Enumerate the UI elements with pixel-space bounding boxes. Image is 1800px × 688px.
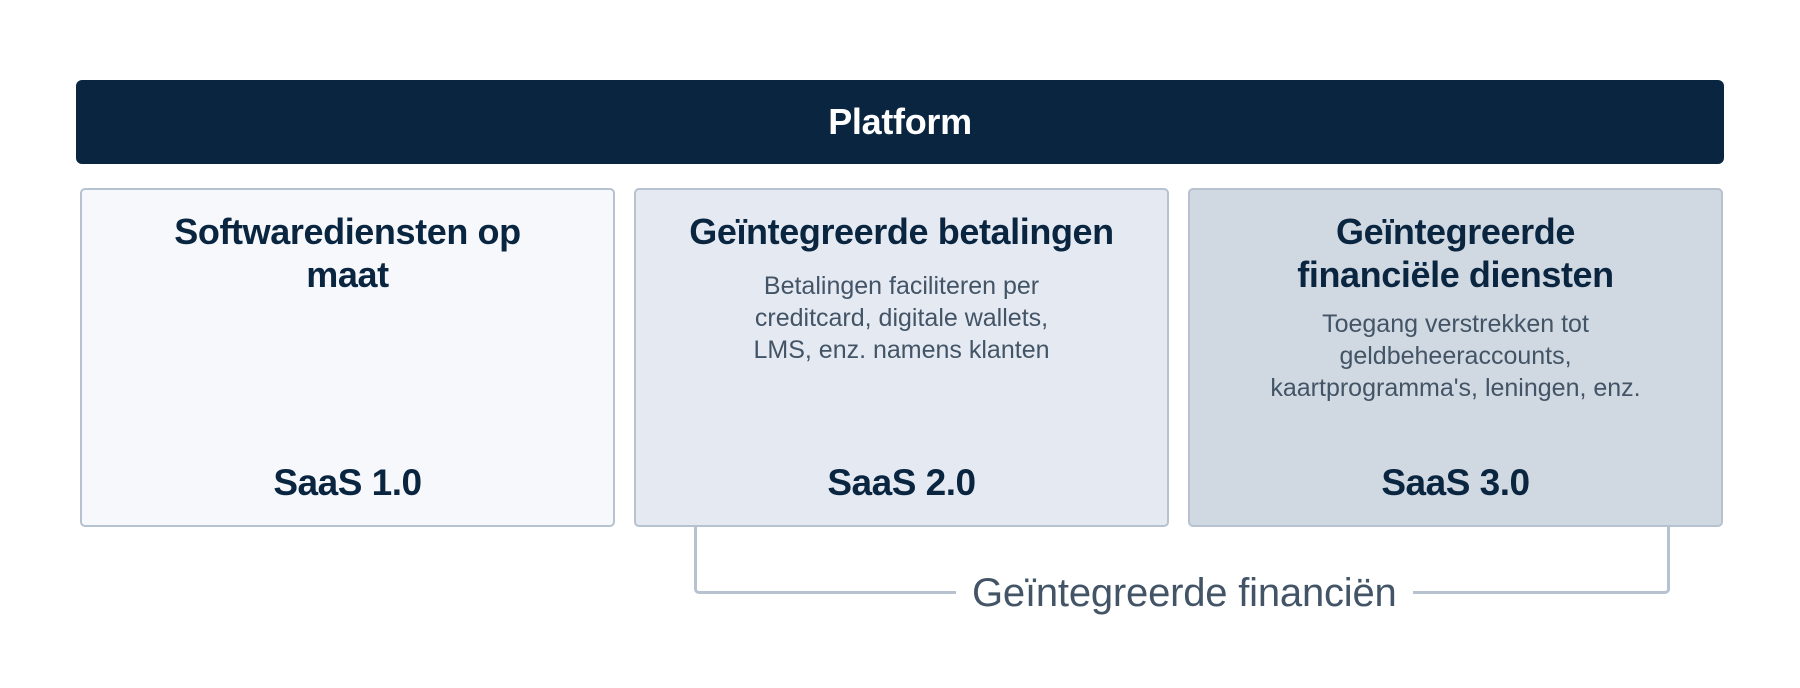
card-title-text: Softwarediensten op maat: [174, 211, 521, 295]
card-label: SaaS 3.0: [1381, 462, 1530, 503]
card-label: SaaS 1.0: [273, 462, 422, 503]
platform-banner: Platform: [76, 80, 1724, 164]
card-saas-3: Geïntegreerde financiële diensten Toegan…: [1188, 188, 1723, 527]
bracket-label: Geïntegreerde financiën: [956, 569, 1413, 617]
card-saas-2: Geïntegreerde betalingen Betalingen faci…: [634, 188, 1169, 527]
card-title: Geïntegreerde betalingen: [689, 211, 1114, 252]
card-description: Toegang verstrekken tot geldbeheeraccoun…: [1270, 310, 1641, 402]
card-title: Softwarediensten op maat: [142, 210, 553, 296]
card-description: Betalingen faciliteren per creditcard, d…: [753, 272, 1050, 364]
card-label: SaaS 2.0: [827, 462, 976, 503]
card-saas-1: Softwarediensten op maat SaaS 1.0: [80, 188, 615, 527]
card-title: Geïntegreerde financiële diensten: [1297, 211, 1614, 295]
platform-title: Platform: [828, 101, 972, 142]
